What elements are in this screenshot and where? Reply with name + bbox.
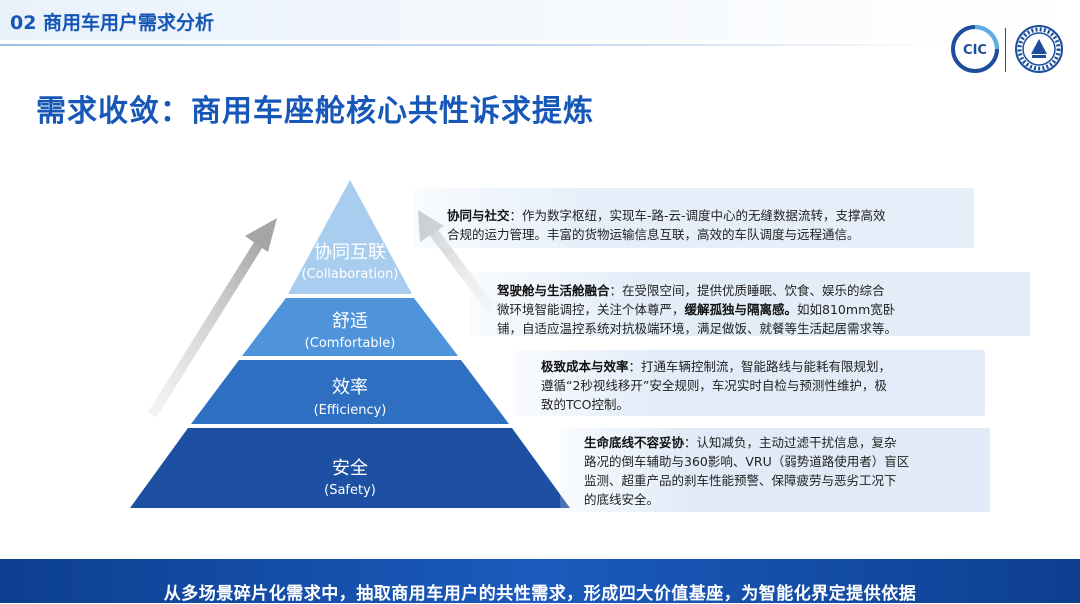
desc-efficiency-line-2: 遵循“2秒视线移开”安全规则，车况实时自检与预测性维护，极 (541, 378, 887, 393)
cic-logo-text: CIC (963, 43, 987, 58)
cic-logo: CIC (950, 24, 1000, 74)
desc-efficiency: 极致成本与效率：打通车辆控制流，智能路线与能耗有限规划， 遵循“2秒视线移开”安… (541, 357, 981, 414)
pyramid-tier-efficiency (191, 360, 509, 424)
desc-collaboration-title: 协同与社交 (447, 208, 510, 223)
desc-comfortable-line-2a: 微环境智能调控，关注个体尊严， (497, 302, 685, 317)
desc-safety-line-1: ：认知减负，主动过滤干扰信息，复杂 (684, 435, 897, 450)
pyramid-tier-collaboration (288, 180, 412, 294)
desc-comfortable-line-2b: 如如810mm宽卧 (797, 302, 896, 317)
university-seal-logo (1014, 24, 1064, 74)
desc-safety-line-3: 监测、超重产品的刹车性能预警、保障疲劳与恶劣工况下 (584, 473, 897, 488)
header-bar (0, 0, 1080, 40)
desc-comfortable-title: 驾驶舱与生活舱融合 (497, 283, 610, 298)
desc-comfortable-line-1: ：在受限空间，提供优质睡眠、饮食、娱乐的综合 (609, 283, 885, 298)
tier-label-safety-cn: 安全 (332, 458, 368, 479)
tier-label-efficiency-en: (Efficiency) (314, 403, 387, 418)
desc-efficiency-title: 极致成本与效率 (541, 359, 629, 374)
pyramid-tier-comfortable (242, 298, 458, 356)
header-rule (0, 44, 950, 46)
desc-comfortable-highlight: 缓解孤独与隔离感。 (684, 302, 798, 317)
logo-divider (1005, 28, 1006, 72)
desc-band-comfortable (470, 272, 1030, 336)
page-title: 需求收敛：商用车座舱核心共性诉求提炼 (36, 94, 594, 129)
section-label: 02 商用车用户需求分析 (10, 12, 215, 34)
desc-collaboration: 协同与社交：作为数字枢纽，实现车-路-云-调度中心的无缝数据流转，支撑高效 合规… (447, 206, 967, 244)
desc-band-collaboration (414, 188, 974, 248)
tier-label-comfortable-cn: 舒适 (332, 311, 368, 332)
tier-label-safety-en: (Safety) (324, 483, 376, 498)
desc-safety-line-2: 路况的倒车辅助与360影响、VRU（弱势道路使用者）盲区 (584, 454, 910, 469)
university-seal-icon (1015, 25, 1063, 73)
desc-band-safety (560, 428, 990, 512)
desc-efficiency-line-1: ：打通车辆控制流，智能路线与能耗有限规划， (628, 359, 892, 374)
growth-arrow-left-icon (147, 218, 277, 418)
tier-label-collaboration-en: (Collaboration) (302, 267, 399, 282)
desc-safety: 生命底线不容妥协：认知减负，主动过滤干扰信息，复杂 路况的倒车辅助与360影响、… (584, 433, 984, 509)
desc-comfortable-line-3: 铺，自适应温控系统对抗极端环境，满足做饭、就餐等生活起居需求等。 (497, 321, 898, 336)
footer-text: 从多场景碎片化需求中，抽取商用车用户的共性需求，形成四大价值基座，为智能化界定提… (163, 584, 917, 604)
desc-collaboration-line-2: 合规的运力管理。丰富的货物运输信息互联，高效的车队调度与远程通信。 (447, 227, 860, 242)
desc-comfortable: 驾驶舱与生活舱融合：在受限空间，提供优质睡眠、饮食、娱乐的综合 微环境智能调控，… (497, 281, 977, 338)
tier-label-efficiency-cn: 效率 (332, 377, 368, 398)
desc-safety-line-4: 的底线安全。 (584, 492, 660, 507)
pyramid-tier-safety (130, 428, 570, 508)
cic-logo-icon: CIC (951, 25, 999, 73)
desc-collaboration-line-1: ：作为数字枢纽，实现车-路-云-调度中心的无缝数据流转，支撑高效 (509, 208, 886, 223)
footer-banner (0, 559, 1080, 603)
desc-safety-title: 生命底线不容妥协 (584, 435, 685, 450)
desc-band-efficiency (515, 350, 985, 416)
desc-efficiency-line-3: 致的TCO控制。 (541, 397, 629, 412)
tier-label-comfortable-en: (Comfortable) (305, 336, 396, 351)
tier-label-collaboration-cn: 协同互联 (314, 242, 386, 263)
